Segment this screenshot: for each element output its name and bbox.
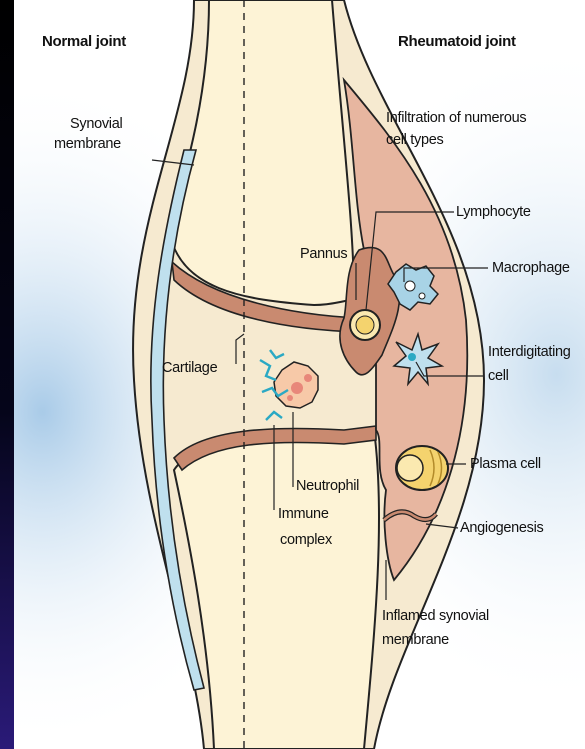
plasma-cell-icon — [396, 446, 448, 490]
label-inflamed-line1: Inflamed synovial — [382, 608, 489, 624]
label-inflamed-line2: membrane — [382, 632, 449, 648]
label-synovial-line2: membrane — [54, 136, 121, 152]
header-rheumatoid-joint: Rheumatoid joint — [398, 33, 516, 50]
label-infiltration-line2: cell types — [386, 132, 443, 148]
label-macrophage: Macrophage — [492, 260, 570, 276]
lymphocyte-cell-icon — [350, 310, 380, 340]
label-lymphocyte: Lymphocyte — [456, 204, 531, 220]
label-plasma-cell: Plasma cell — [470, 456, 541, 472]
joint-diagram: Normal joint Rheumatoid joint Synovial m… — [14, 0, 585, 749]
label-infiltration-line1: Infiltration of numerous — [386, 110, 526, 126]
header-normal-joint: Normal joint — [42, 33, 126, 50]
label-interdigitating-line1: Interdigitating — [488, 344, 571, 360]
label-immune-line1: Immune — [278, 506, 329, 522]
joint-diagram-figure: Normal joint Rheumatoid joint Synovial m… — [14, 0, 585, 749]
label-neutrophil: Neutrophil — [296, 478, 359, 494]
label-pannus: Pannus — [300, 246, 347, 262]
label-synovial-line1: Synovial — [70, 116, 122, 132]
label-angiogenesis: Angiogenesis — [460, 520, 544, 536]
label-immune-line2: complex — [280, 532, 333, 548]
label-interdigitating-line2: cell — [488, 368, 509, 384]
label-cartilage: Cartilage — [162, 360, 218, 376]
